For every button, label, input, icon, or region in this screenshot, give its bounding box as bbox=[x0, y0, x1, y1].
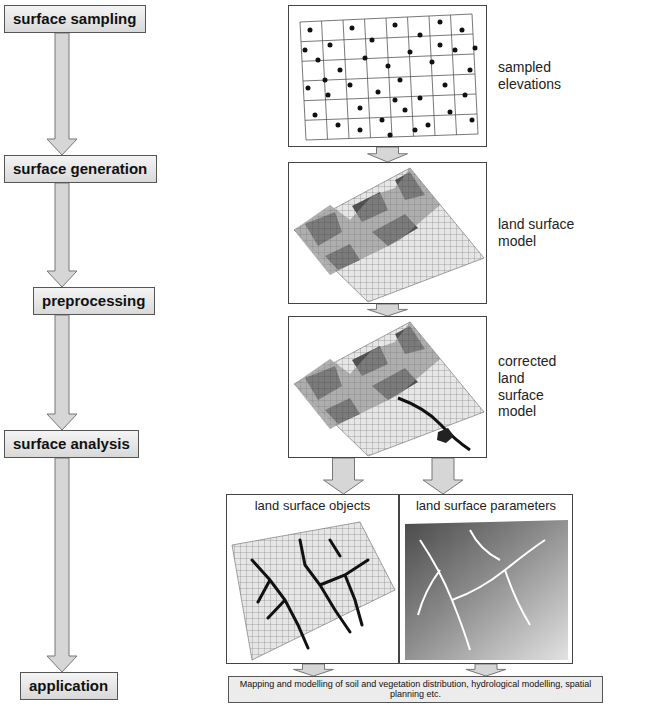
application-text: Mapping and modelling of soil and vegeta… bbox=[235, 679, 596, 700]
application-box: Mapping and modelling of soil and vegeta… bbox=[228, 676, 603, 703]
image-panel: sampled elevations bbox=[288, 5, 487, 147]
image-panel: land surface parameters bbox=[399, 494, 573, 664]
flow-arrow bbox=[294, 664, 334, 676]
step-label: preprocessing bbox=[42, 292, 145, 310]
land-surface-illustration bbox=[294, 168, 484, 302]
flow-arrow bbox=[423, 458, 463, 494]
image-panel: corrected land surface model bbox=[288, 316, 487, 458]
objects-plane bbox=[232, 522, 395, 660]
image-panel: land surface objects bbox=[226, 494, 399, 664]
corrected-surface-illustration bbox=[294, 322, 484, 456]
step-label: surface generation bbox=[13, 160, 147, 178]
process-step: surface analysis bbox=[4, 430, 139, 458]
corrected-stream bbox=[398, 398, 470, 450]
flow-arrow bbox=[47, 315, 77, 430]
parameter-channels bbox=[418, 530, 545, 650]
step-label: surface sampling bbox=[13, 10, 136, 28]
stream-network bbox=[252, 540, 368, 648]
sample-points bbox=[303, 20, 478, 138]
step-label: surface analysis bbox=[13, 435, 130, 453]
flow-arrow bbox=[47, 33, 77, 155]
process-step: application bbox=[20, 672, 118, 700]
panel-heading: land surface parameters bbox=[400, 495, 572, 514]
flow-arrow bbox=[368, 147, 408, 162]
panel-heading: land surface objects bbox=[227, 495, 398, 514]
panel-label: sampled elevations bbox=[498, 59, 598, 93]
process-step: preprocessing bbox=[33, 287, 155, 315]
image-panel: land surface model bbox=[288, 162, 487, 304]
flow-arrow bbox=[368, 304, 408, 316]
flow-arrow bbox=[47, 458, 77, 672]
panel-label: land surface model bbox=[498, 216, 598, 250]
parameter-relief bbox=[405, 520, 568, 660]
filled-sink bbox=[437, 428, 454, 443]
flow-arrow bbox=[324, 458, 364, 494]
step-label: application bbox=[29, 677, 108, 695]
flow-arrow bbox=[466, 664, 506, 676]
panel-label: corrected land surface model bbox=[498, 353, 570, 420]
process-step: surface generation bbox=[4, 155, 157, 183]
process-step: surface sampling bbox=[4, 5, 146, 33]
sample-grid bbox=[300, 14, 478, 140]
flow-arrow bbox=[47, 183, 77, 287]
